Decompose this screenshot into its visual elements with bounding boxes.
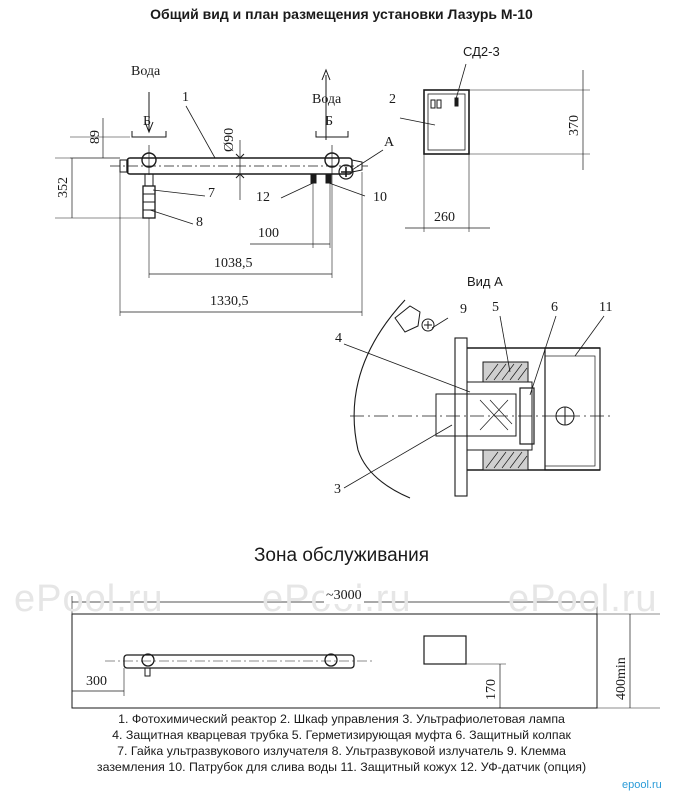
protective-cover-inner <box>544 355 596 467</box>
legend-line-3: 7. Гайка ультразвукового излучателя 8. У… <box>117 744 566 758</box>
dim-370: 370 <box>567 115 582 136</box>
leader-5 <box>499 315 511 373</box>
leader-sd <box>455 63 467 100</box>
callout-5: 5 <box>492 300 499 315</box>
watermark-3: ePool.ru <box>508 578 658 620</box>
water-arrow-left-head <box>144 121 154 134</box>
cabinet-switch-1 <box>430 99 436 109</box>
leader-7 <box>152 189 206 197</box>
reactor-top-view <box>55 68 384 316</box>
dim-3000: ~3000 <box>324 588 364 604</box>
service-zone-plan <box>71 596 660 709</box>
watermark-1: ePool.ru <box>14 578 164 620</box>
dim-170: 170 <box>484 679 499 700</box>
leader-8 <box>149 209 194 225</box>
section-b-right <box>315 131 349 138</box>
drawing-title: Общий вид и план размещения установки Ла… <box>150 6 533 22</box>
protective-cover <box>544 347 601 471</box>
cabinet-indicator <box>454 97 459 107</box>
callout-11: 11 <box>599 300 613 315</box>
dim-400min: 400min <box>614 657 629 700</box>
leader-3 <box>343 424 453 489</box>
view-a-arc <box>353 299 411 499</box>
leader-9 <box>431 317 449 329</box>
cabinet-inner <box>427 93 466 151</box>
dim-100: 100 <box>258 226 279 241</box>
label-water-right: Вода <box>312 92 342 107</box>
callout-8: 8 <box>196 215 203 230</box>
dia-arrow-top <box>235 153 245 159</box>
dim-1038: 1038,5 <box>214 256 253 271</box>
legend-line-1: 1. Фотохимический реактор 2. Шкаф управл… <box>118 712 565 726</box>
corner-watermark: epool.ru <box>622 779 662 791</box>
zone-inlet-right <box>324 653 338 667</box>
uv-lamp <box>435 393 517 437</box>
seal-top-hatch <box>485 363 528 381</box>
zone-cabinet <box>423 635 467 665</box>
control-cabinet <box>423 89 470 155</box>
clamp-part <box>394 305 421 333</box>
dim-89: 89 <box>88 130 103 144</box>
zone-title: Зона обслуживания <box>253 545 430 566</box>
lamp-hatch-3 <box>479 399 509 431</box>
callout-3: 3 <box>334 482 341 497</box>
dim-dia90: Ø90 <box>222 127 237 152</box>
dia-arrow-bottom <box>235 173 245 179</box>
leader-2 <box>399 117 436 126</box>
right-end <box>351 159 363 173</box>
drain-pipe <box>325 173 332 184</box>
callout-9: 9 <box>460 302 467 317</box>
seal-bottom-hatch <box>485 451 528 469</box>
zone-inlet-left <box>141 653 155 667</box>
callout-12: 12 <box>256 190 270 205</box>
label-view-a: Вид А <box>467 274 503 289</box>
legend-line-4: заземления 10. Патрубок для слива воды 1… <box>96 760 587 774</box>
lamp-hatch-2 <box>489 399 513 425</box>
callout-4: 4 <box>335 331 342 346</box>
callout-1: 1 <box>182 90 189 105</box>
leader-12 <box>280 182 314 199</box>
ground-clamp-hole <box>421 318 435 332</box>
callout-2: 2 <box>389 92 396 107</box>
cabinet-top-view <box>399 63 590 232</box>
legend: 1. Фотохимический реактор 2. Шкаф управл… <box>0 711 683 775</box>
callout-b-left: Б <box>143 114 152 129</box>
leader-1 <box>185 105 216 159</box>
callout-b-right: Б <box>325 114 334 129</box>
grounding-terminal <box>338 164 354 180</box>
dim-352: 352 <box>56 177 71 198</box>
grounding-terminal-mark <box>341 167 351 177</box>
callout-6: 6 <box>551 300 558 315</box>
callout-a: А <box>384 135 395 150</box>
leader-10 <box>328 182 366 197</box>
dim-300: 300 <box>86 674 107 689</box>
left-flange <box>119 159 129 173</box>
zone-boundary <box>71 613 598 709</box>
leader-6 <box>529 315 557 396</box>
callout-7: 7 <box>208 186 215 201</box>
uv-sensor <box>310 173 317 184</box>
callout-10: 10 <box>373 190 387 205</box>
flange-plate <box>454 337 468 497</box>
label-water-left: Вода <box>131 64 161 79</box>
leader-a <box>351 149 384 171</box>
view-a-detail <box>343 299 610 499</box>
cabinet-switch-2 <box>436 99 442 109</box>
label-sd: СД2-3 <box>463 44 500 59</box>
water-arrow-right-head <box>321 68 331 81</box>
leader-4 <box>343 343 471 393</box>
zone-reactor <box>123 654 355 669</box>
legend-line-2: 4. Защитная кварцевая трубка 5. Герметиз… <box>112 728 571 742</box>
section-b-left <box>131 131 167 138</box>
dim-1330: 1330,5 <box>210 294 249 309</box>
zone-emitter <box>144 667 151 677</box>
dim-260: 260 <box>434 210 455 225</box>
leader-11 <box>574 315 605 357</box>
emitter-nut <box>144 173 154 187</box>
